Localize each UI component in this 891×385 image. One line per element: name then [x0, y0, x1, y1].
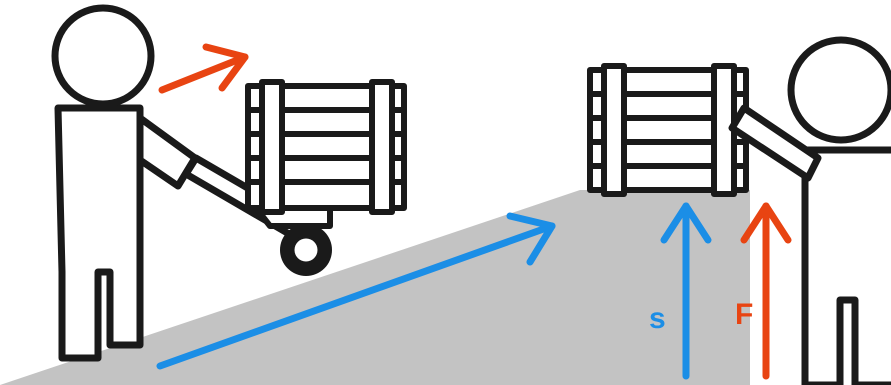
force-label-f: F — [735, 298, 754, 331]
wheel-icon — [280, 224, 332, 276]
right-person-figure — [728, 36, 891, 385]
left-person-figure — [51, 4, 199, 362]
distance-arrow-ramp — [156, 212, 556, 370]
right-person-head — [787, 36, 891, 144]
force-arrow-diagonal — [158, 43, 249, 94]
left-person-head — [51, 4, 155, 108]
right-person-arm — [728, 104, 822, 182]
crate-left — [245, 79, 407, 215]
crate-right — [587, 63, 749, 197]
distance-arrow-vertical — [660, 202, 712, 380]
left-person-arm — [136, 114, 199, 190]
distance-label-s: s — [649, 302, 666, 335]
right-person-body — [801, 146, 891, 385]
left-person-body — [54, 104, 144, 362]
force-arrow-vertical — [740, 202, 792, 380]
